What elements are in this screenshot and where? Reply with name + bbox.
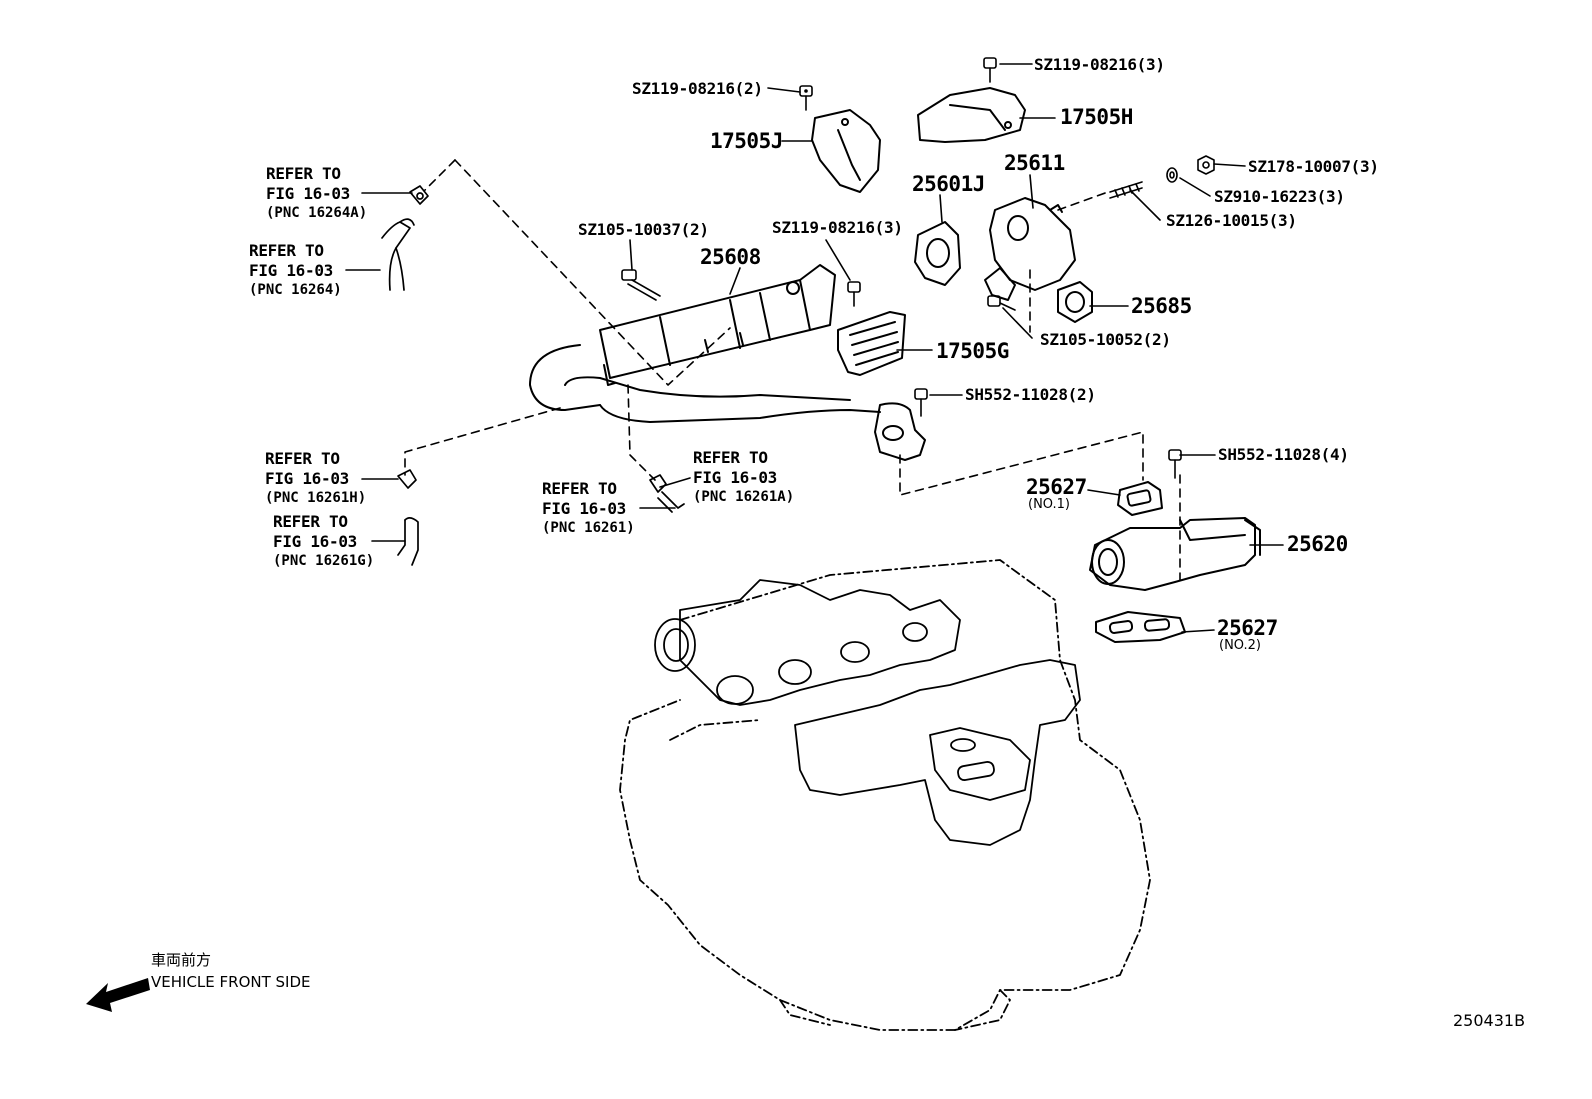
refer-callout-16261: REFER TO FIG 16-03 (PNC 16261) [542,481,635,539]
gasket-25601J [914,221,961,286]
bolt-label-sz105-10037: SZ105-10037(2) [578,220,709,239]
vehicle-front-label-jp: 車両前方 [151,951,212,969]
refer-line-1: REFER TO [266,164,341,183]
hose-refs [381,185,685,566]
bolt-icon [621,269,661,301]
refer-line-1: REFER TO [265,449,340,468]
part-label-25608: 25608 [700,245,761,269]
part-label-25601J: 25601J [912,172,985,196]
hose-icon [657,491,685,513]
washer-icon [1166,167,1178,183]
clamp-icon [409,185,429,205]
stud-icon [1109,181,1143,199]
refer-callout-16261g: REFER TO FIG 16-03 (PNC 16261G) [273,514,374,572]
egr-cooler [529,264,926,461]
heat-insulator-17505H [917,87,1026,143]
heat-insulator-17505G [837,311,906,376]
refer-pnc: (PNC 16261H) [265,490,367,506]
bolt-icon [987,295,1016,311]
clamp-icon [649,474,667,493]
heat-insulator-17505J [811,109,881,193]
refer-pnc: (PNC 16264A) [266,205,368,221]
bolt-label-sz910-16223: SZ910-16223(3) [1214,187,1345,206]
refer-line-2: FIG 16-03 [266,184,350,203]
reference-lines [404,159,1181,581]
exhaust-manifold [654,579,961,706]
part-label-17505H: 17505H [1060,105,1133,129]
refer-pnc: (PNC 16261G) [273,553,375,569]
part-label-25611: 25611 [1004,151,1065,175]
egr-valve [1089,517,1261,591]
refer-line-2: FIG 16-03 [273,532,357,551]
bolt-label-sz119-08216-2: SZ119-08216(2) [632,79,763,98]
part-label-25627-no1: 25627 [1026,475,1087,499]
bolt-icon [914,388,928,417]
part-label-25620: 25620 [1287,532,1348,556]
refer-line-1: REFER TO [542,479,617,498]
nut-icon [1197,155,1215,175]
refer-callout-16264: REFER TO FIG 16-03 (PNC 16264) [249,243,342,301]
bolt-label-sz119-08216-3-mid: SZ119-08216(3) [772,218,903,237]
part-label-17505G: 17505G [936,339,1009,363]
part-sublabel-no1: (NO.1) [1028,497,1070,512]
bolt-label-sh552-11028-2: SH552-11028(2) [965,385,1096,404]
bolt-icon [983,57,997,83]
refer-line-2: FIG 16-03 [542,499,626,518]
bolt-label-sz119-08216-3-top: SZ119-08216(3) [1034,55,1165,74]
hose-icon [381,218,415,291]
bolt-label-sz105-10052: SZ105-10052(2) [1040,330,1171,349]
part-label-25685: 25685 [1131,294,1192,318]
refer-line-2: FIG 16-03 [693,468,777,487]
bolt-label-sz178-10007: SZ178-10007(3) [1248,157,1379,176]
intake-manifold [794,659,1081,846]
hose-icon [397,517,419,566]
refer-line-1: REFER TO [249,241,324,260]
refer-callout-16261h: REFER TO FIG 16-03 (PNC 16261H) [265,451,366,509]
part-sublabel-no2: (NO.2) [1219,638,1261,653]
bolt-icon [847,281,861,307]
refer-pnc: (PNC 16261) [542,520,635,536]
figure-code: 250431B [1453,1011,1526,1030]
bolt-icon [1168,449,1182,479]
bolt-label-sh552-11028-4: SH552-11028(4) [1218,445,1349,464]
clamp-icon [397,469,417,489]
bolt-label-sz126-10015: SZ126-10015(3) [1166,211,1297,230]
vehicle-front-label: VEHICLE FRONT SIDE [151,973,311,991]
refer-line-2: FIG 16-03 [249,261,333,280]
refer-callout-16264a: REFER TO FIG 16-03 (PNC 16264A) [266,166,367,224]
gasket-25627-no1 [1117,481,1163,516]
bolt-icon [799,85,813,111]
gasket-25685 [1057,281,1093,323]
left-arrow-icon [86,978,150,1012]
refer-pnc: (PNC 16261A) [693,489,795,505]
part-label-25627-no2: 25627 [1217,616,1278,640]
refer-pnc: (PNC 16264) [249,282,342,298]
refer-line-2: FIG 16-03 [265,469,349,488]
refer-line-1: REFER TO [693,448,768,467]
part-label-17505J: 17505J [710,129,783,153]
refer-line-1: REFER TO [273,512,348,531]
gasket-25627-no2 [1095,611,1186,643]
engine-outline [619,559,1151,1031]
refer-callout-16261a: REFER TO FIG 16-03 (PNC 16261A) [693,450,794,508]
fasteners [621,57,1215,479]
